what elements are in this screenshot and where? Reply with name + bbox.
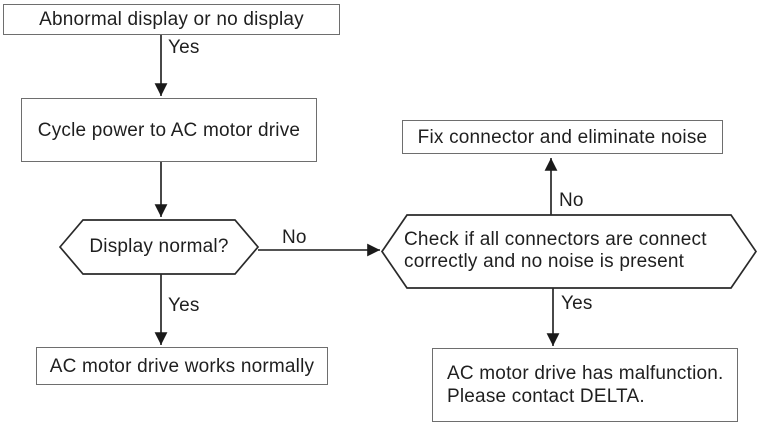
node-malfunction-lines: AC motor drive has malfunction. Please c…	[447, 362, 724, 408]
node-malfunction-line2: Please contact DELTA.	[447, 386, 645, 407]
edge-label-check-no: No	[559, 190, 584, 211]
edge-label-abnormal-yes: Yes	[168, 37, 200, 58]
node-fix-connector-label: Fix connector and eliminate noise	[417, 126, 708, 148]
edge-label-display-yes: Yes	[168, 295, 200, 316]
node-fix-connector: Fix connector and eliminate noise	[402, 120, 723, 154]
node-cycle-power-label: Cycle power to AC motor drive	[37, 119, 301, 141]
node-abnormal-display-label: Abnormal display or no display	[39, 9, 304, 30]
hexagon-check-connectors	[380, 214, 757, 289]
node-cycle-power: Cycle power to AC motor drive	[21, 98, 317, 162]
node-abnormal-display: Abnormal display or no display	[3, 4, 340, 35]
node-works-normally-label: AC motor drive works normally	[49, 355, 315, 377]
node-malfunction-line1: AC motor drive has malfunction.	[447, 363, 724, 384]
node-malfunction: AC motor drive has malfunction. Please c…	[432, 348, 738, 422]
edge-label-check-yes: Yes	[561, 293, 593, 314]
edge-label-display-no: No	[282, 227, 307, 248]
hexagon-display-normal	[58, 219, 260, 275]
node-works-normally: AC motor drive works normally	[36, 347, 328, 385]
